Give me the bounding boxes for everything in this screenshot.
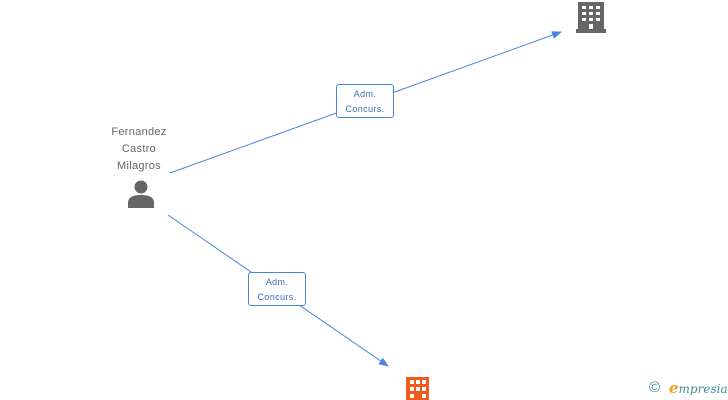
brand-watermark: empresia xyxy=(669,380,728,397)
edge-label: Adm. Concurs. xyxy=(248,272,306,306)
person-name[interactable]: Fernandez Castro Milagros xyxy=(96,124,182,175)
building-icon[interactable] xyxy=(406,377,429,400)
copyright-symbol: © xyxy=(649,379,661,396)
brand-name: mpresia xyxy=(678,382,728,396)
building-icon[interactable] xyxy=(576,2,606,33)
edge-label-line: Concurs. xyxy=(345,104,385,114)
person-name-line: Castro xyxy=(121,143,157,155)
person-icon[interactable] xyxy=(128,180,154,209)
edge-label-line: Adm. xyxy=(265,277,289,287)
edge-label: Adm. Concurs. xyxy=(336,84,394,118)
edge-label-line: Concurs. xyxy=(257,292,297,302)
person-name-line: Fernandez xyxy=(111,126,167,138)
edge-label-line: Adm. xyxy=(353,89,377,99)
person-name-line: Milagros xyxy=(117,160,161,172)
brand-initial: e xyxy=(669,379,679,397)
